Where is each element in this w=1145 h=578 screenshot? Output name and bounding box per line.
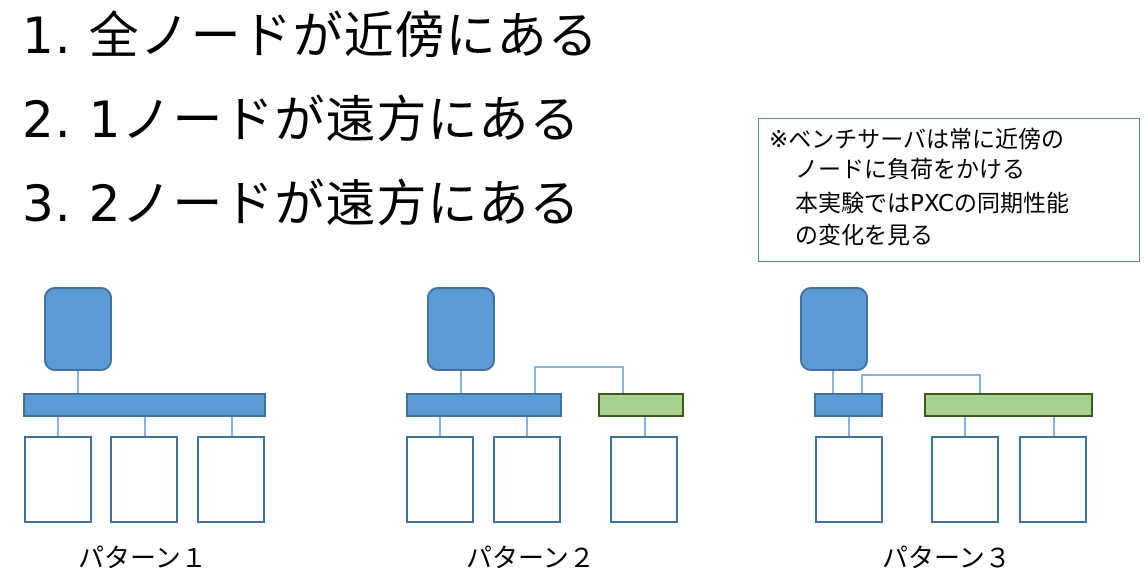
note-line-1: ※ベンチサーバは常に近傍の (769, 127, 1065, 153)
pattern-3-caption: パターン３ (882, 544, 1011, 574)
pattern-3-diagram (800, 287, 1093, 523)
pattern-1-near-switch (23, 393, 266, 417)
pattern-3-remote-link (861, 374, 981, 394)
pattern-1-bench-server (44, 287, 112, 371)
pattern-3-near-switch (814, 393, 883, 417)
pattern-2-remote-link (534, 366, 624, 394)
pattern-3-node (931, 436, 999, 523)
pattern-2-far-switch (598, 393, 684, 417)
pattern-1-diagram (23, 287, 266, 523)
pattern-3-far-switch (924, 393, 1093, 417)
heading-item-2: 2. 1ノードが遠方にある (22, 91, 581, 149)
note-box: ※ベンチサーバは常に近傍の ノードに負荷をかける 本実験ではPXCの同期性能 の… (758, 118, 1140, 262)
pattern-1-node (110, 436, 178, 523)
pattern-2-diagram (406, 287, 684, 523)
pattern-2-bench-server (427, 287, 495, 371)
pattern-2-node (406, 436, 474, 523)
note-line-4: の変化を見る (795, 223, 933, 249)
pattern-1-node (197, 436, 265, 523)
pattern-2-near-switch (406, 393, 562, 417)
note-line-2: ノードに負荷をかける (795, 157, 1025, 183)
pattern-3-node (1019, 436, 1087, 523)
pattern-3-bench-server (800, 287, 868, 371)
pattern-2-node (493, 436, 561, 523)
pattern-1-node (24, 436, 92, 523)
pattern-2-caption: パターン２ (466, 544, 595, 574)
pattern-2-node (610, 436, 678, 523)
pattern-1-caption: パターン１ (78, 544, 207, 574)
pattern-3-node (815, 436, 883, 523)
heading-item-1: 1. 全ノードが近傍にある (22, 7, 599, 65)
note-line-3: 本実験ではPXCの同期性能 (795, 191, 1070, 217)
heading-item-3: 3. 2ノードが遠方にある (22, 175, 581, 233)
